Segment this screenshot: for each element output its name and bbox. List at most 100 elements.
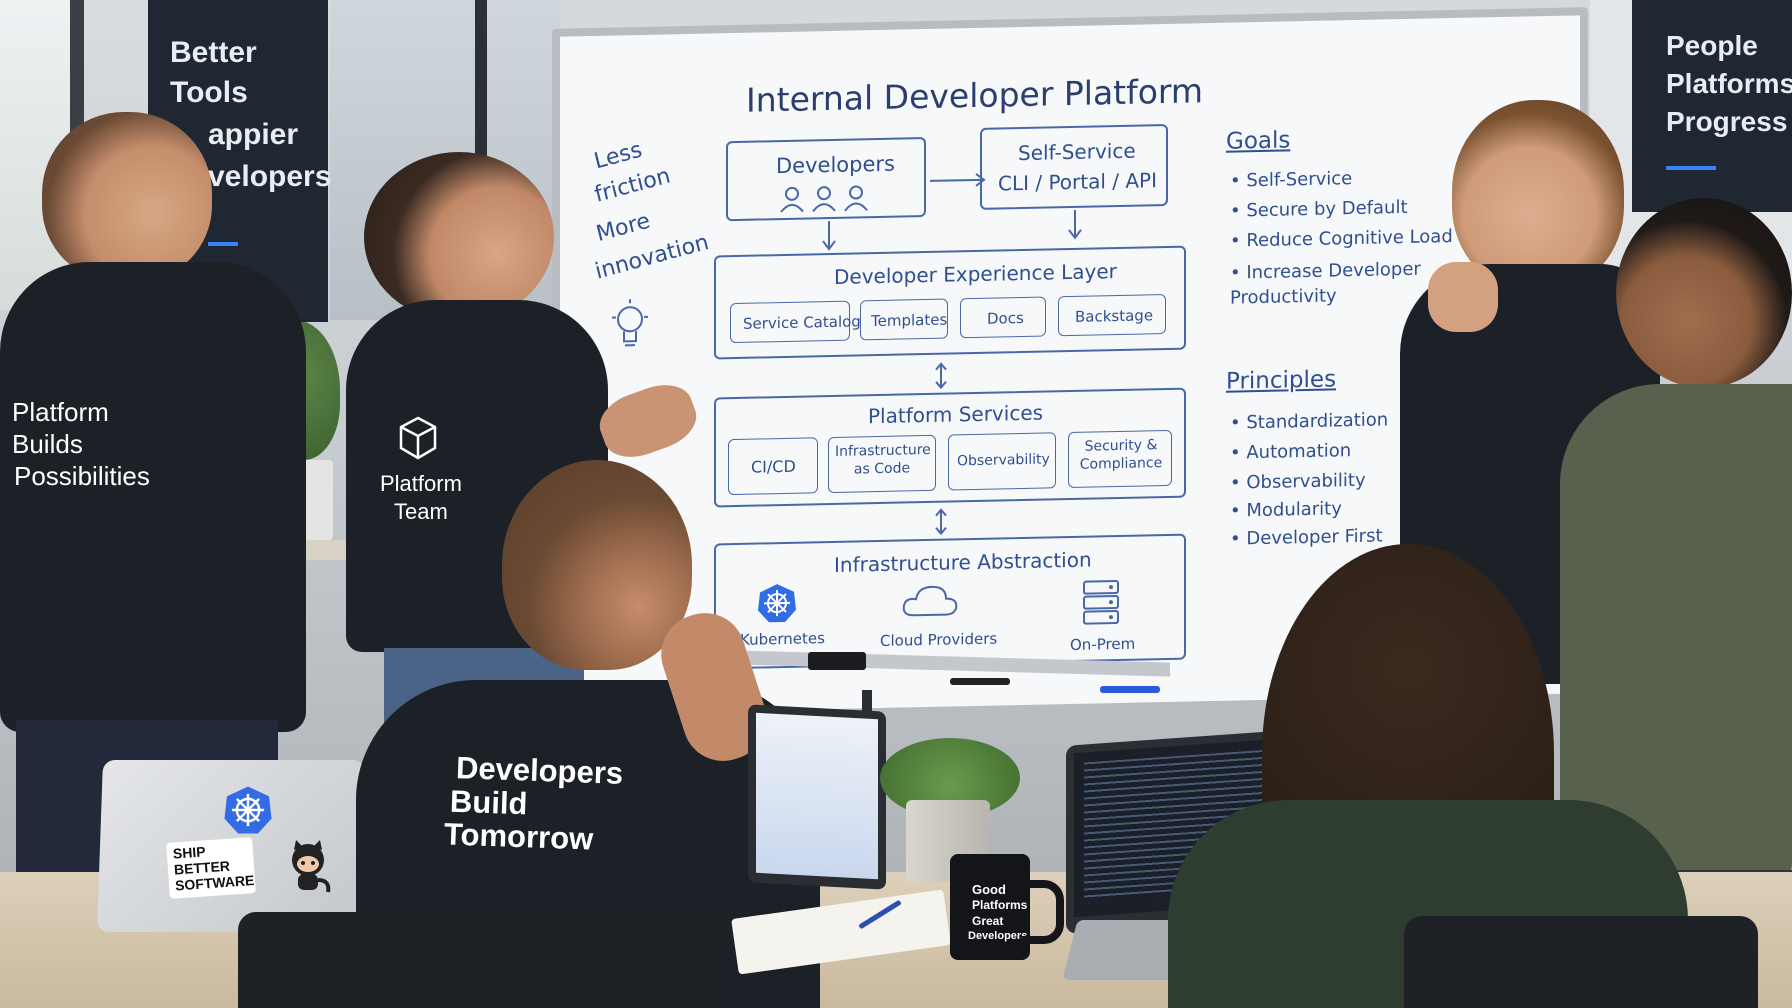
ps-item-security: Security & Compliance bbox=[1068, 429, 1172, 489]
person-left-body bbox=[0, 262, 306, 732]
dx-item-label: Service Catalog bbox=[743, 312, 861, 333]
banner-left-line2: Tools bbox=[170, 76, 248, 109]
mug-handle bbox=[1022, 880, 1064, 944]
mug-line1: Good bbox=[972, 882, 1006, 897]
person-left-head bbox=[42, 112, 212, 282]
hoodie-left-line1: Platform bbox=[12, 397, 109, 427]
banner-right: People Platforms Progress bbox=[1632, 0, 1792, 212]
developers-box: Developers bbox=[726, 137, 926, 222]
hoodie-center-line2: Team bbox=[394, 499, 448, 524]
dx-item-templates: Templates bbox=[860, 298, 948, 341]
ps-item-iac: Infrastructure as Code bbox=[828, 434, 936, 494]
ps-item-label: Observability bbox=[957, 451, 1050, 470]
goals-item: • Secure by Default bbox=[1230, 196, 1408, 222]
hoodie-left-line3: Possibilities bbox=[14, 461, 150, 491]
dx-item-label: Backstage bbox=[1075, 306, 1154, 326]
principles-item: • Standardization bbox=[1230, 409, 1389, 434]
platform-services-box: Platform Services CI/CD Infrastructure a… bbox=[714, 387, 1186, 508]
infra-title: Infrastructure Abstraction bbox=[834, 547, 1092, 577]
dx-item-docs: Docs bbox=[960, 296, 1046, 339]
principles-item: • Developer First bbox=[1230, 525, 1383, 550]
server-icon bbox=[1082, 579, 1120, 632]
person-front-head bbox=[502, 460, 692, 670]
octocat-sticker-icon bbox=[282, 840, 334, 900]
person-right-hand bbox=[1428, 262, 1498, 332]
developers-label: Developers bbox=[776, 151, 895, 179]
chair-front bbox=[238, 912, 728, 1008]
platform-services-title: Platform Services bbox=[868, 400, 1044, 429]
dx-item-label: Templates bbox=[871, 310, 948, 331]
goals-item: • Reduce Cognitive Load bbox=[1230, 225, 1453, 252]
banner-left-line1: Better bbox=[170, 36, 257, 69]
goals-item-label: Self-Service bbox=[1246, 168, 1353, 192]
person-right-head bbox=[1452, 100, 1624, 290]
dx-layer-box: Developer Experience Layer Service Catal… bbox=[714, 245, 1186, 360]
banner-left-line3: appier bbox=[208, 118, 299, 151]
infra-item-label: Kubernetes bbox=[740, 629, 825, 649]
principles-item: • Observability bbox=[1230, 469, 1366, 494]
lightbulb-icon bbox=[610, 297, 650, 360]
arrow-dev-to-selfservice bbox=[930, 172, 988, 192]
dx-item-service-catalog: Service Catalog bbox=[730, 300, 861, 344]
goals-title: Goals bbox=[1226, 127, 1291, 155]
self-service-box: Self-Service CLI / Portal / API bbox=[980, 123, 1168, 210]
infra-item-label: Cloud Providers bbox=[880, 629, 998, 650]
person-center-hair bbox=[364, 152, 554, 322]
dx-item-label: Docs bbox=[987, 308, 1024, 328]
arrow-selfservice-down bbox=[1068, 209, 1082, 244]
laptop-center-screen bbox=[756, 712, 878, 880]
eraser bbox=[808, 652, 866, 670]
kubernetes-icon bbox=[756, 582, 798, 629]
principles-item-label: Modularity bbox=[1246, 498, 1342, 522]
banner-right-line3: Progress bbox=[1666, 106, 1788, 137]
person-farright-head bbox=[1616, 198, 1792, 388]
self-service-line1: Self-Service bbox=[1018, 138, 1136, 166]
hoodie-left-line2: Builds bbox=[12, 429, 83, 459]
whiteboard-title: Internal Developer Platform bbox=[746, 71, 1204, 120]
banner-right-line1: People bbox=[1666, 30, 1758, 61]
principles-item-label: Developer First bbox=[1246, 525, 1383, 550]
banner-right-underline bbox=[1666, 166, 1716, 170]
mug-line4: Developers bbox=[968, 930, 1028, 942]
dx-layer-title: Developer Experience Layer bbox=[834, 259, 1117, 289]
goals-item-label: Secure by Default bbox=[1246, 196, 1408, 222]
cube-icon bbox=[398, 416, 438, 464]
banner-right-line2: Platforms bbox=[1666, 68, 1792, 99]
principles-item-label: Standardization bbox=[1246, 409, 1389, 434]
goals-item: • Increase Developer Productivity bbox=[1230, 258, 1421, 309]
mug: Good Platforms Great Developers bbox=[950, 854, 1030, 960]
cloud-icon bbox=[900, 580, 960, 625]
laptop-center bbox=[748, 704, 886, 890]
arrow-dev-down bbox=[822, 221, 836, 255]
mug-line3: Great bbox=[972, 914, 1004, 928]
users-icon bbox=[778, 184, 874, 218]
ps-item-observability: Observability bbox=[948, 432, 1056, 491]
ship-sticker: SHIP BETTER SOFTWARE bbox=[166, 837, 256, 899]
ps-item-label: CI/CD bbox=[751, 456, 796, 477]
marker-blue bbox=[1100, 686, 1160, 693]
self-service-line2: CLI / Portal / API bbox=[998, 168, 1158, 196]
principles-title: Principles bbox=[1226, 366, 1337, 395]
ps-item-label: Security & Compliance bbox=[1079, 437, 1163, 473]
dx-item-backstage: Backstage bbox=[1058, 293, 1166, 337]
banner-left-underline bbox=[208, 242, 238, 246]
goals-item-label: Reduce Cognitive Load bbox=[1246, 225, 1453, 252]
goals-item-label: Increase Developer Productivity bbox=[1230, 258, 1421, 309]
kubernetes-sticker-icon bbox=[222, 784, 274, 840]
principles-item-label: Observability bbox=[1246, 469, 1366, 494]
side-note-line1: Less bbox=[591, 137, 645, 175]
principles-item-label: Automation bbox=[1246, 440, 1352, 464]
chair-right bbox=[1404, 916, 1758, 1008]
marker-black bbox=[950, 678, 1010, 685]
principles-item: • Modularity bbox=[1230, 498, 1342, 522]
person-farright-body bbox=[1560, 384, 1792, 884]
side-note-line3: More bbox=[593, 208, 653, 248]
tshirt-line3: Tomorrow bbox=[443, 816, 594, 857]
principles-item: • Automation bbox=[1230, 440, 1352, 464]
hoodie-center-line1: Platform bbox=[380, 471, 462, 496]
banner-left-line4: velopers bbox=[208, 160, 332, 193]
arrow-platform-to-infra bbox=[934, 508, 948, 539]
goals-item: • Self-Service bbox=[1230, 168, 1353, 192]
infra-item-label: On-Prem bbox=[1070, 634, 1136, 654]
